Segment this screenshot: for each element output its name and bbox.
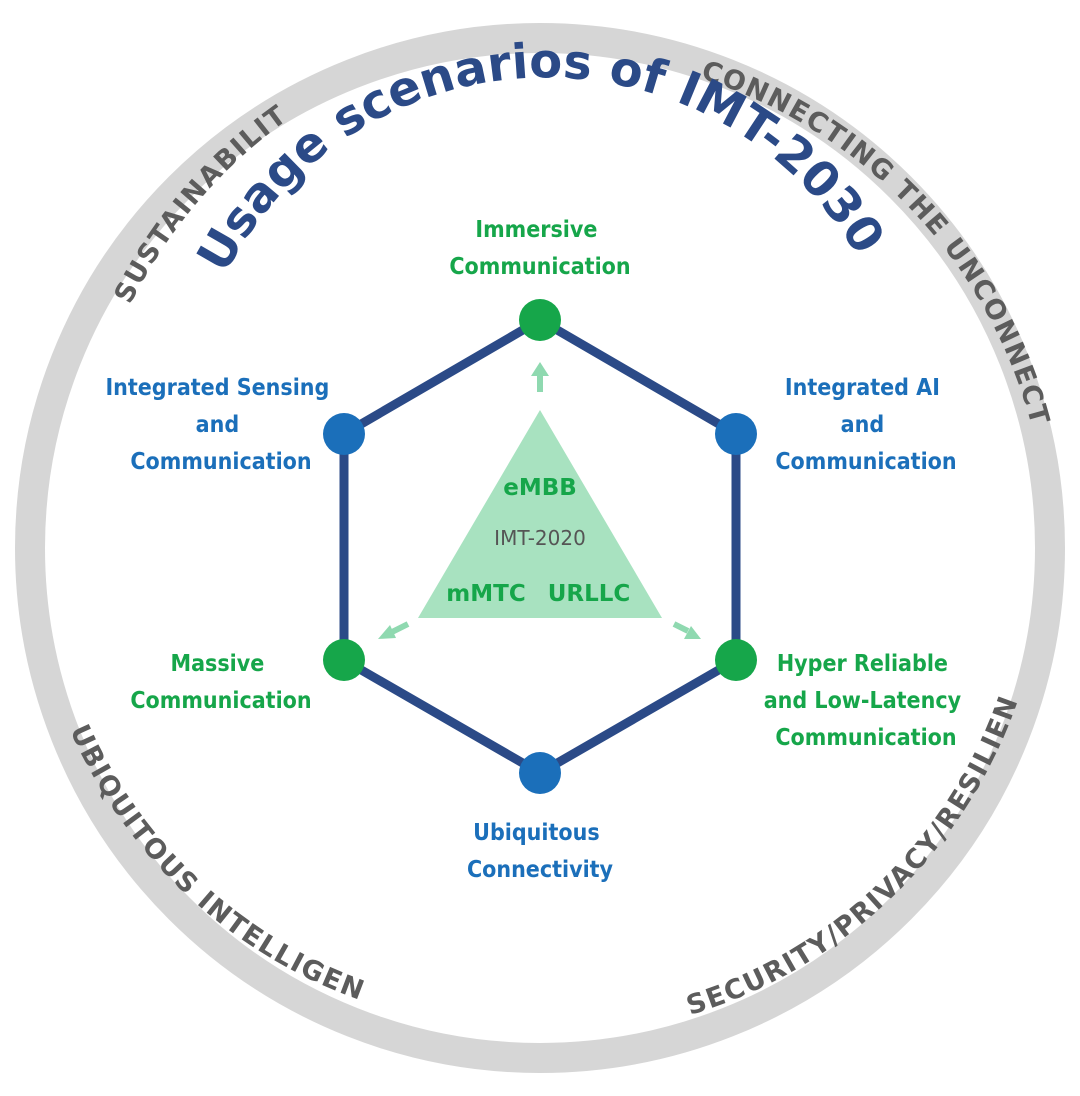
ring-label-sustainability: SUSTAINABILITY bbox=[0, 0, 293, 308]
mmtc-label: mMTC bbox=[446, 581, 525, 607]
scenario-ubiquitous: Ubiquitous Connectivity bbox=[467, 820, 614, 883]
node-massive bbox=[323, 639, 365, 681]
outer-ring bbox=[15, 23, 1065, 1073]
scenario-integrated-sensing: Integrated Sensing and Communication bbox=[105, 375, 336, 475]
imt2020-label: IMT-2020 bbox=[494, 526, 586, 550]
node-integrated-sensing bbox=[323, 413, 365, 455]
urllc-label: URLLC bbox=[548, 581, 631, 607]
node-immersive bbox=[519, 299, 561, 341]
hexagon-frame bbox=[339, 315, 741, 778]
scenario-integrated-ai: Integrated AI and Communication bbox=[775, 375, 956, 475]
scenario-massive: Massive Communication bbox=[130, 651, 311, 714]
diagram-title: Usage scenarios of IMT-2030 bbox=[186, 33, 895, 280]
scenario-hrllc: Hyper Reliable and Low-Latency Communica… bbox=[764, 651, 969, 751]
scenario-immersive: Immersive Communication bbox=[449, 217, 630, 280]
embb-label: eMBB bbox=[503, 475, 577, 501]
node-integrated-ai bbox=[715, 413, 757, 455]
imt2020-triangle bbox=[418, 410, 662, 618]
evolution-arrows bbox=[378, 362, 701, 639]
node-ubiquitous bbox=[519, 752, 561, 794]
node-hrllc bbox=[715, 639, 757, 681]
